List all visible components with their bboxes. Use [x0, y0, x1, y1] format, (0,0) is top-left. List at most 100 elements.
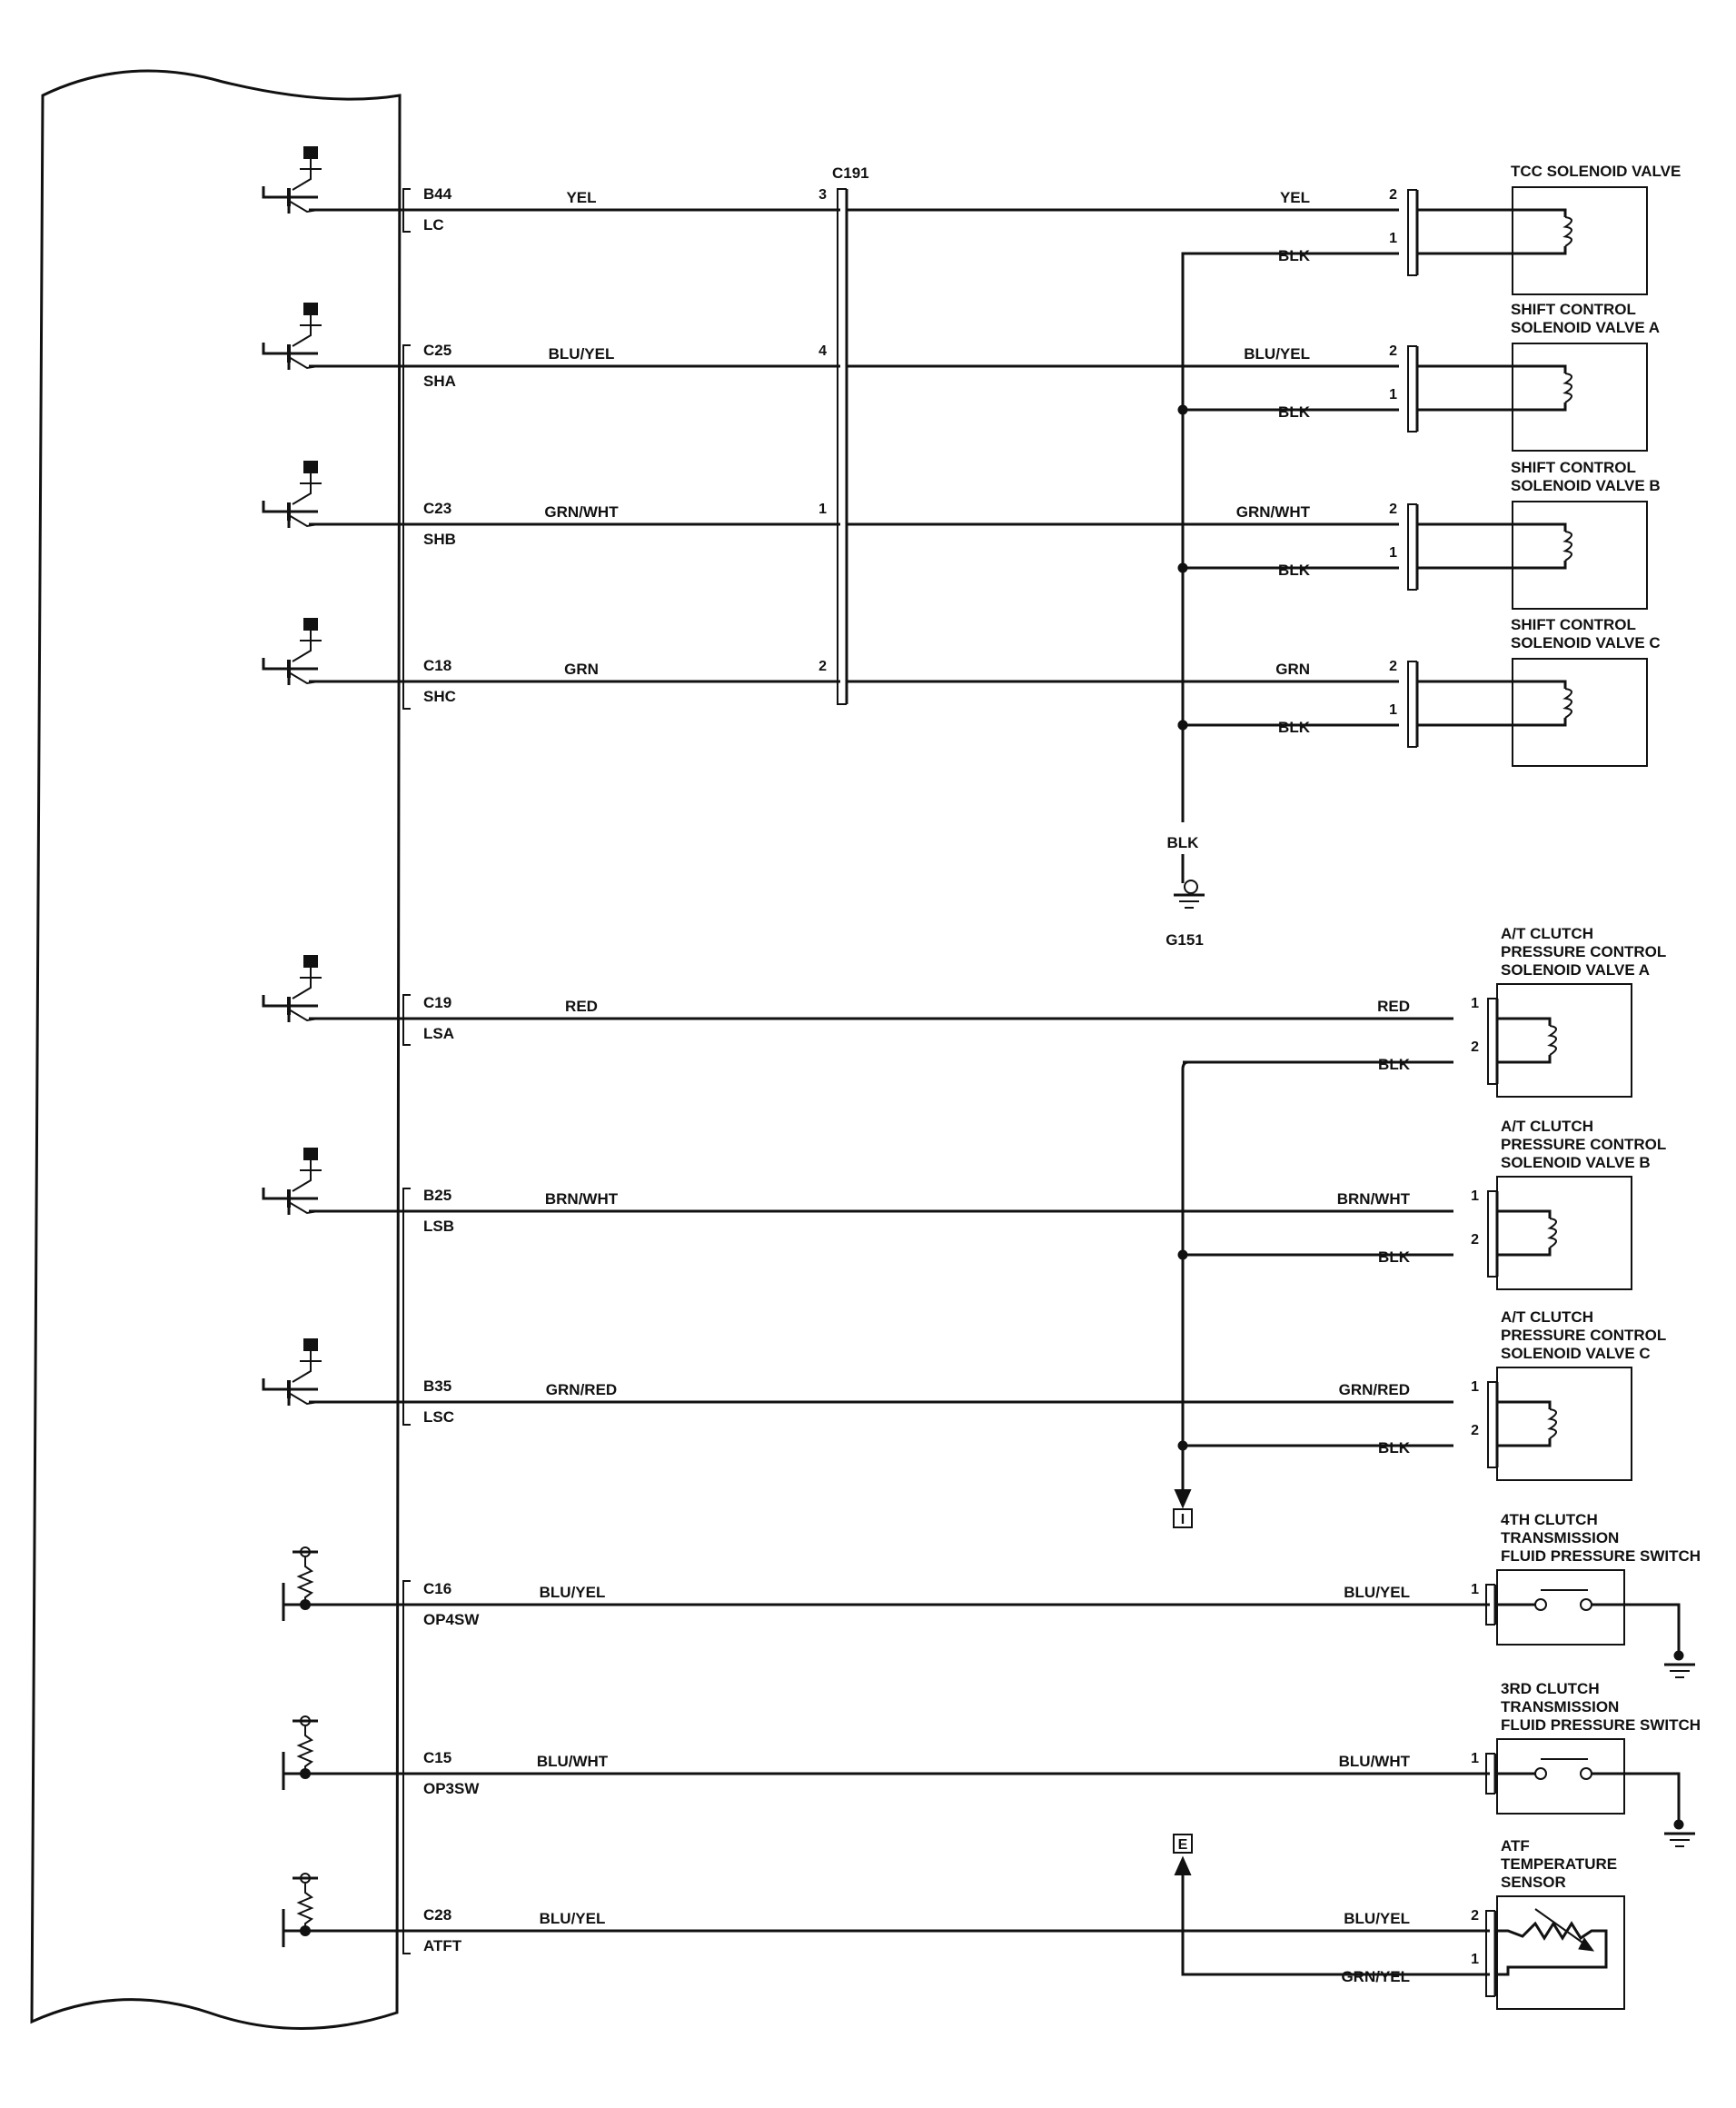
ground-point-label: G151 — [1166, 931, 1204, 949]
solenoid-coil-icon — [1547, 1408, 1557, 1439]
ecm-signal-label: OP4SW — [423, 1611, 480, 1628]
wire-color-label: BLU/YEL — [1244, 345, 1310, 363]
component-name: SOLENOID VALVE B — [1501, 1154, 1651, 1171]
component-name: PRESSURE CONTROL — [1501, 1136, 1666, 1153]
ecm-pin-label: C15 — [423, 1749, 451, 1766]
component-connector-bracket — [1487, 1381, 1497, 1468]
ecm-signal-label: SHC — [423, 688, 456, 705]
solenoid-coil-icon — [1562, 373, 1572, 403]
ecm-signal-label: SHA — [423, 373, 456, 390]
driver-part — [292, 159, 322, 191]
component-name: SOLENOID VALVE A — [1501, 961, 1650, 979]
switch-ground-wire — [1624, 1603, 1681, 1656]
wire-color-label: BLK — [1278, 403, 1311, 421]
component-pin-label: 1 — [1471, 1188, 1479, 1204]
driver-transistor-icon — [262, 1338, 322, 1406]
solenoid-lead — [1497, 1055, 1552, 1064]
ecm-signal-label: OP3SW — [423, 1780, 480, 1797]
component-pin-label: 1 — [1471, 996, 1479, 1011]
wire-color-label: BLK — [1278, 719, 1311, 736]
solenoid-lead — [1497, 1209, 1552, 1218]
component-pin-label: 2 — [1471, 1908, 1479, 1924]
wire-color-label: BLU/YEL — [1344, 1584, 1410, 1601]
driver-transistor-icon — [262, 461, 322, 528]
component-pin-label: 2 — [1471, 1232, 1479, 1248]
driver-transistor-icon — [262, 618, 322, 685]
component-pin-label: 2 — [1389, 187, 1397, 203]
component-pin-label: 1 — [1389, 387, 1397, 403]
driver-part — [292, 1160, 322, 1192]
off-page-ref-label: E — [1178, 1837, 1188, 1853]
component-name: PRESSURE CONTROL — [1501, 1327, 1666, 1344]
c191-pin-label: 1 — [818, 502, 827, 517]
component-name: A/T CLUTCH — [1501, 1118, 1593, 1135]
ecm-pin-label: C28 — [423, 1906, 451, 1924]
component-name: TCC SOLENOID VALVE — [1511, 163, 1681, 180]
driver-part — [292, 473, 322, 505]
solenoid-body — [1512, 343, 1648, 452]
component-pin-label: 2 — [1389, 502, 1397, 517]
solenoid-lead — [1497, 1017, 1552, 1026]
component-name: TRANSMISSION — [1501, 1698, 1619, 1715]
driver-part — [262, 501, 291, 528]
input-pullup-icon — [282, 1715, 318, 1790]
sensor-return-wire — [1181, 1867, 1490, 1976]
solenoid-lead — [1513, 403, 1567, 412]
ecm-signal-label: LSC — [423, 1408, 454, 1426]
ecm-pin-label: B25 — [423, 1187, 451, 1204]
component-connector-bracket — [1487, 998, 1497, 1085]
driver-part — [262, 658, 291, 685]
driver-part — [303, 1338, 318, 1351]
component-name: SHIFT CONTROL — [1511, 301, 1636, 318]
c191-pin-label: 2 — [818, 659, 827, 674]
solenoid-body — [1496, 983, 1632, 1098]
component-connector-bracket — [1407, 345, 1417, 433]
diagram-labels: B44LCC25SHAC23SHBC18SHCC19LSAB25LSBB35LS… — [423, 163, 1701, 1985]
wire-color-label: YEL — [1280, 189, 1310, 206]
component-pin-label: 1 — [1389, 231, 1397, 246]
wire-color-label: BLU/YEL — [540, 1584, 606, 1601]
component-connector-bracket — [1407, 503, 1417, 591]
off-page-ref-label: I — [1181, 1512, 1185, 1527]
wire-color-label: BLK — [1378, 1056, 1411, 1073]
solenoid-lead — [1513, 364, 1567, 373]
wire-color-label: GRN — [564, 661, 599, 678]
driver-part — [292, 631, 322, 662]
solenoid-lead — [1513, 680, 1567, 689]
off-page-ref-box — [1173, 1508, 1193, 1528]
input-pullup-icon — [282, 1873, 318, 1947]
driver-part — [262, 995, 291, 1022]
component-connector-bracket — [1485, 1910, 1495, 1997]
solenoid-body — [1496, 1367, 1632, 1481]
ecm-pin-label: B35 — [423, 1377, 451, 1395]
wire-color-label: GRN/RED — [1339, 1381, 1410, 1398]
ecm-pin-label: C25 — [423, 342, 451, 359]
pullup-part — [296, 1557, 314, 1605]
wire-color-label: BLK — [1378, 1248, 1411, 1266]
pullup-part — [296, 1884, 314, 1931]
driver-part — [292, 1351, 322, 1383]
input-pullup-icon — [282, 1546, 318, 1621]
solenoid-coil-icon — [1547, 1218, 1557, 1248]
component-name: TEMPERATURE — [1501, 1855, 1617, 1873]
wire-color-label: BLK — [1378, 1439, 1411, 1457]
driver-part — [292, 315, 322, 347]
ecm-pin-label: C23 — [423, 500, 451, 517]
driver-part — [292, 968, 322, 999]
wire-color-label: YEL — [566, 189, 596, 206]
connector-bracket — [402, 1580, 411, 1954]
solenoid-coil-icon — [1562, 531, 1572, 562]
driver-part — [303, 303, 318, 315]
component-name: FLUID PRESSURE SWITCH — [1501, 1547, 1701, 1565]
pressure-switch-body — [1496, 1569, 1625, 1646]
switch-contact-icon — [1534, 1598, 1547, 1611]
ground-terminal-icon — [1673, 1650, 1684, 1661]
thermistor-arrowhead-icon — [1578, 1937, 1595, 1952]
component-connector-bracket — [1407, 189, 1417, 276]
solenoid-lead — [1497, 1400, 1552, 1409]
driver-part — [262, 1188, 291, 1215]
driver-part — [303, 461, 318, 473]
connector-c191-bracket — [837, 188, 847, 705]
